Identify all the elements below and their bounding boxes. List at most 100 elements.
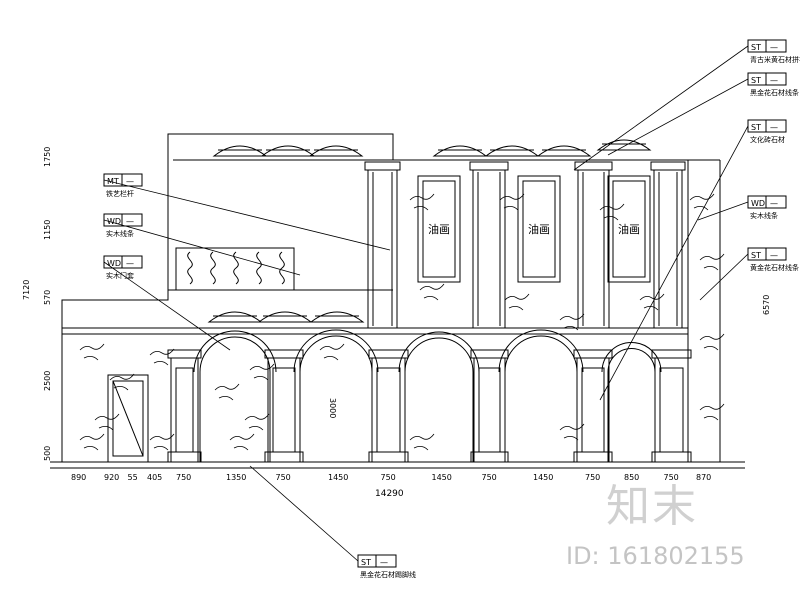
stone-vein [699, 333, 725, 351]
dim-bottom-label: 850 [624, 473, 639, 482]
column-shaft [272, 367, 296, 453]
stone-vein [559, 313, 585, 331]
dim-bottom-label: 920 [104, 473, 119, 482]
tag-code: WD [107, 259, 121, 268]
railing-scroll [256, 251, 262, 285]
dim-left-label: 570 [43, 290, 52, 305]
material-tag: WD—实木线条 [697, 195, 787, 221]
stone-vein [244, 413, 270, 431]
tag-leader [599, 125, 749, 401]
tag-sub: — [126, 259, 134, 268]
dim-bottom-label: 870 [696, 473, 711, 482]
tag-sub: — [770, 76, 778, 85]
elevation-geometry: 油画 油画 油画 [50, 133, 745, 469]
material-tag: ST — 青古米黄石材拼花 [573, 39, 800, 171]
dim-bottom-label: 890 [71, 473, 86, 482]
tag-caption: 黄金花石材线条 [750, 263, 799, 272]
dim-right-label: 6570 [762, 295, 771, 315]
dim-left-label: 1750 [43, 147, 52, 167]
tag-code: ST [751, 251, 761, 260]
painting-frame [417, 175, 461, 283]
stone-vein [79, 433, 105, 451]
tag-sub: — [126, 217, 134, 226]
stone-vein [409, 193, 435, 211]
column-capital [470, 349, 509, 359]
tag-caption: 实木门套 [106, 271, 134, 280]
stone-vein [79, 343, 105, 361]
door-diagonal [112, 380, 144, 457]
tag-caption: 青古米黄石材拼花 [750, 55, 800, 64]
tag-leader [697, 201, 749, 221]
stone-vein [639, 293, 665, 311]
upper-pilaster [653, 169, 683, 329]
dim-left-label: 1150 [43, 220, 52, 240]
arch-opening [607, 348, 656, 462]
painting-inner [522, 180, 556, 278]
painting-frame [517, 175, 561, 283]
tag-code: WD [107, 217, 121, 226]
tag-leader [103, 261, 231, 351]
column-base [573, 451, 613, 463]
arch-opening [504, 335, 578, 462]
dim-bottom-label: 750 [585, 473, 600, 482]
stone-vein [229, 433, 255, 451]
column-capital [167, 349, 202, 359]
stone-vein [419, 283, 445, 301]
dim-bottom-label: 750 [381, 473, 396, 482]
column-base [167, 451, 202, 463]
arch-opening [404, 337, 474, 462]
column-shaft [581, 367, 605, 453]
iron-railing [175, 247, 295, 291]
dim-arch-height-label: 3000 [328, 398, 337, 418]
dim-bottom-label: 405 [147, 473, 162, 482]
arch-trim [601, 342, 662, 373]
dim-bottom-label: 750 [276, 473, 291, 482]
material-tag: WD — 实木门套 [103, 255, 231, 351]
painting-label: 油画 [618, 222, 640, 236]
column-capital [651, 349, 692, 359]
dome-ornament [257, 311, 313, 323]
watermark-id: ID: 161802155 [566, 542, 745, 570]
dim-bottom-label: 750 [482, 473, 497, 482]
material-tag: ST — 黄金花石材线条 [699, 247, 799, 301]
tag-sub: — [770, 43, 778, 52]
stone-vein [699, 403, 725, 421]
painting-label: 油画 [528, 222, 550, 236]
dome-ornament [308, 145, 364, 157]
stone-vein [499, 193, 525, 211]
tag-sub: — [770, 199, 778, 208]
tag-caption: 实木线条 [750, 211, 778, 220]
pilaster-capital [574, 161, 613, 171]
tag-code: ST [751, 43, 761, 52]
painting-label: 油画 [428, 222, 450, 236]
tag-caption: 铁艺栏杆 [106, 189, 134, 198]
dim-left-total-label: 7120 [22, 280, 31, 300]
arch-trim [193, 330, 277, 373]
tag-sub: — [770, 123, 778, 132]
tag-caption: 文化砖石材 [750, 135, 785, 144]
dome-ornament [207, 311, 263, 323]
dim-bottom-label: 1450 [328, 473, 348, 482]
stone-vein [689, 193, 715, 211]
column-shaft [175, 367, 194, 453]
tag-sub: — [380, 558, 388, 567]
painting-inner [612, 180, 646, 278]
dome-ornament [212, 145, 268, 157]
stone-vein [149, 348, 175, 366]
dim-bottom-label: 1350 [226, 473, 246, 482]
tag-caption: 黑金花石材踢脚线 [360, 570, 416, 579]
stone-vein [94, 413, 120, 431]
pilaster-capital [650, 161, 686, 171]
stone-texture [79, 193, 725, 451]
column-capital [264, 349, 304, 359]
column-shaft [376, 367, 401, 453]
dome-ornament [260, 145, 316, 157]
arch-trim [498, 329, 584, 373]
material-tag: ST—黑金花石材线条 [607, 72, 799, 156]
tag-sub: — [770, 251, 778, 260]
dim-bottom-label: 1450 [432, 473, 452, 482]
tag-code: ST [361, 558, 371, 567]
column-capital [573, 349, 613, 359]
upper-pilaster [367, 169, 398, 329]
